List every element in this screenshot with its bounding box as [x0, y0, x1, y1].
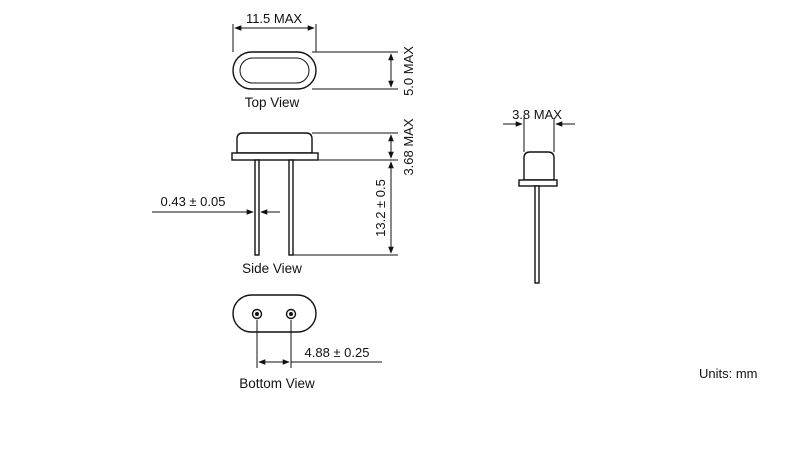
- end-width-label: 3.8 MAX: [512, 107, 562, 122]
- bottom-pin-hole-right: [285, 308, 297, 320]
- top-view: 11.5 MAX 5.0 MAX Top View: [232, 11, 416, 110]
- bottom-pin-right: [289, 312, 293, 316]
- end-view: 3.8 MAX: [503, 107, 575, 284]
- lead-diameter-label: 0.43 ± 0.05: [161, 194, 226, 209]
- side-view-lead-right: [288, 159, 294, 256]
- bottom-view-outline: [232, 294, 317, 333]
- bottom-pin-left: [255, 312, 259, 316]
- top-width-label: 11.5 MAX: [246, 11, 302, 26]
- lead-length-label: 13.2 ± 0.5: [373, 179, 388, 237]
- pin-spacing-label: 4.88 ± 0.25: [305, 345, 370, 360]
- end-view-lead: [534, 185, 540, 284]
- side-view-base: [231, 152, 319, 161]
- side-view-label: Side View: [242, 261, 302, 276]
- top-view-outer-outline: [232, 51, 317, 90]
- bottom-pin-hole-left: [251, 308, 263, 320]
- top-view-inner-outline: [239, 57, 310, 84]
- units-note: Units: mm: [699, 366, 758, 381]
- top-height-label: 5.0 MAX: [401, 46, 416, 96]
- end-view-can: [523, 151, 555, 181]
- bottom-view: 4.88 ± 0.25 Bottom View: [232, 294, 382, 391]
- end-view-base: [518, 179, 558, 187]
- side-view-lead-left: [254, 159, 260, 256]
- top-view-label: Top View: [245, 95, 300, 110]
- side-view-can: [236, 132, 313, 154]
- side-body-height-label: 3.68 MAX: [401, 118, 416, 175]
- side-view: 3.68 MAX 13.2 ± 0.5 0.43 ± 0.05 Side Vie…: [152, 118, 416, 276]
- bottom-view-label: Bottom View: [239, 376, 315, 391]
